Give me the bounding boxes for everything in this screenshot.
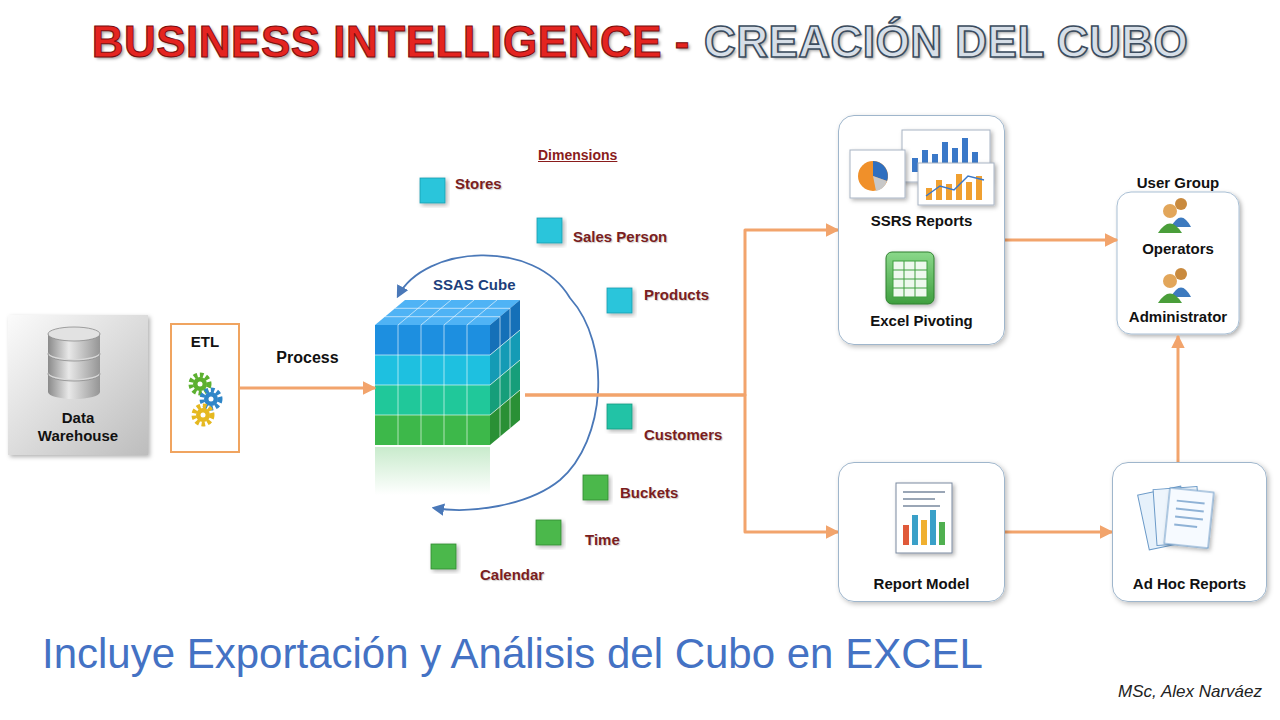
report-bar — [903, 525, 909, 545]
report-tools-box: SSRS ReportsExcel Pivoting — [838, 115, 1005, 345]
database-disc — [48, 327, 100, 341]
chart-thumbnail — [918, 163, 994, 205]
connector-arrow — [525, 395, 838, 532]
node-label: User Group — [1137, 174, 1220, 192]
excel-icon — [886, 252, 934, 304]
dimension-label: Products — [644, 286, 709, 304]
document-lines — [1174, 501, 1204, 528]
report-model-box: Report Model — [838, 462, 1005, 602]
connector-arrow — [1005, 239, 1117, 242]
gear-body — [196, 408, 210, 422]
user-head — [1175, 198, 1187, 210]
dimension-square — [607, 288, 632, 313]
node-label: SSRS Reports — [871, 212, 973, 230]
caption: Incluye Exportación y Análisis del Cubo … — [42, 630, 983, 678]
cube-layer-side — [490, 390, 520, 445]
title: BUSINESS INTELLIGENCE - — [92, 16, 690, 69]
dimension-square — [583, 475, 608, 500]
excel-sheet — [893, 261, 927, 297]
user-head — [1163, 274, 1177, 288]
dimension-label: Time — [585, 531, 620, 549]
user-head — [1163, 204, 1177, 218]
node-label: Ad Hoc Reports — [1133, 575, 1246, 593]
dimension-label: Sales Person — [573, 228, 667, 246]
dimension-square — [536, 520, 561, 545]
gear-hole — [209, 397, 214, 402]
group-frame — [1117, 192, 1239, 334]
gear-body — [193, 377, 207, 391]
cube-layer — [375, 415, 490, 445]
node-sublabel: Administrator — [1129, 308, 1227, 326]
cube-layer — [375, 355, 490, 385]
gear-teeth — [194, 406, 212, 424]
etl-box: ETL — [170, 323, 240, 453]
line-chart — [926, 176, 984, 196]
node-label: Data Warehouse — [32, 409, 124, 445]
connector-arrow — [1177, 336, 1180, 462]
pie-slice — [873, 176, 887, 191]
user-body — [1158, 224, 1182, 234]
cube-reflection — [375, 447, 490, 495]
gear-hole — [201, 413, 206, 418]
report-icon — [896, 483, 952, 553]
dimension-label: Buckets — [620, 484, 678, 502]
gear-body — [204, 392, 218, 406]
gear-icon — [191, 375, 220, 424]
cube-grid — [375, 300, 520, 445]
document-sheet — [1164, 488, 1214, 548]
user-body — [1158, 294, 1182, 304]
author-credit: MSc, Alex Narváez — [1118, 682, 1262, 702]
user-group-box: User GroupOperatorsAdministrator — [1117, 172, 1239, 336]
rotation-arc — [398, 255, 598, 510]
warehouse-box: Data Warehouse — [8, 315, 148, 455]
dimension-label: Stores — [455, 175, 502, 193]
node-label: Report Model — [874, 575, 970, 593]
user-head — [1175, 268, 1187, 280]
dimension-square — [607, 404, 632, 429]
gear-hole — [198, 382, 203, 387]
dimension-square — [537, 218, 562, 243]
warehouse-panel — [8, 315, 148, 455]
report-lines — [903, 492, 945, 506]
title-part: CREACIÓN DEL CUBO — [704, 16, 1188, 69]
dimension-square — [431, 544, 456, 569]
chart-thumbnail — [850, 150, 905, 198]
node-sublabel: Operators — [1142, 240, 1214, 258]
cube-node: SSAS Cube — [375, 270, 525, 450]
pie-chart — [858, 161, 888, 191]
edge-label: Process — [276, 348, 338, 368]
node-label: SSAS Cube — [433, 276, 516, 294]
connectors — [240, 230, 1178, 532]
dimension-label: Calendar — [480, 566, 544, 584]
node-label: ETL — [191, 333, 219, 351]
connector-arrow — [240, 387, 375, 390]
report-bar — [939, 522, 945, 545]
section-heading: Dimensions — [538, 146, 617, 164]
report-bar — [921, 520, 927, 545]
report-bar — [912, 515, 918, 545]
node-sublabel: Excel Pivoting — [870, 312, 973, 330]
dimension-square — [420, 178, 445, 203]
cube-layer — [375, 325, 490, 355]
report-bar — [930, 510, 936, 545]
excel-grid — [893, 261, 927, 297]
dimension-label: Customers — [644, 426, 722, 444]
cube-layer — [375, 385, 490, 415]
connector-arrow — [525, 230, 838, 395]
connector-arrow — [1005, 531, 1112, 534]
adhoc-reports-box: Ad Hoc Reports — [1112, 462, 1267, 602]
